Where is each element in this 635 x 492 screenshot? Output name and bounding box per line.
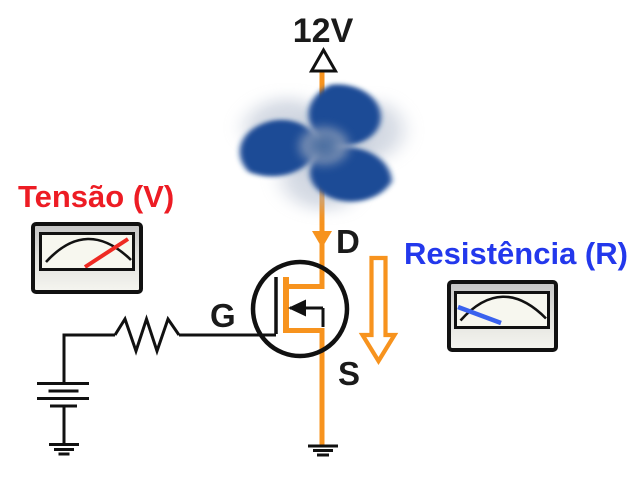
battery-symbol bbox=[37, 382, 89, 443]
voltage-label: Tensão (V) bbox=[18, 179, 175, 214]
gate-wire bbox=[62, 333, 276, 383]
resistance-meter-face bbox=[454, 291, 550, 329]
source-label: S bbox=[338, 355, 361, 392]
voltage-meter-icon bbox=[31, 222, 143, 294]
mosfet-body-arrow bbox=[288, 299, 306, 317]
supply-voltage-label: 12V bbox=[292, 12, 354, 50]
resistor-symbol bbox=[113, 314, 181, 356]
fan-hub-core bbox=[311, 135, 337, 157]
resistance-meter-icon bbox=[447, 280, 558, 352]
voltage-meter-face bbox=[39, 232, 135, 271]
resistance-meter-scale-arc bbox=[459, 295, 547, 322]
drain-label: D bbox=[336, 223, 360, 260]
resistance-meter-needle bbox=[457, 304, 502, 326]
voltage-meter-scale-arc bbox=[45, 237, 132, 263]
voltage-meter-needle bbox=[83, 237, 130, 268]
mosfet-circle bbox=[250, 259, 350, 359]
ground-icon-source bbox=[308, 444, 338, 457]
current-arrow-icon bbox=[358, 255, 399, 366]
fan-icon bbox=[233, 76, 416, 214]
ground-icon-battery bbox=[49, 443, 79, 456]
resistance-label: Resistência (R) bbox=[404, 236, 628, 271]
supply-arrow-icon bbox=[308, 46, 339, 73]
source-wire bbox=[286, 328, 325, 445]
voltage-meter-dial bbox=[45, 237, 132, 268]
drain-arrow-icon bbox=[312, 231, 332, 248]
mosfet-symbol bbox=[250, 259, 350, 359]
resistance-meter-dial bbox=[457, 295, 547, 326]
gate-label: G bbox=[210, 297, 236, 334]
